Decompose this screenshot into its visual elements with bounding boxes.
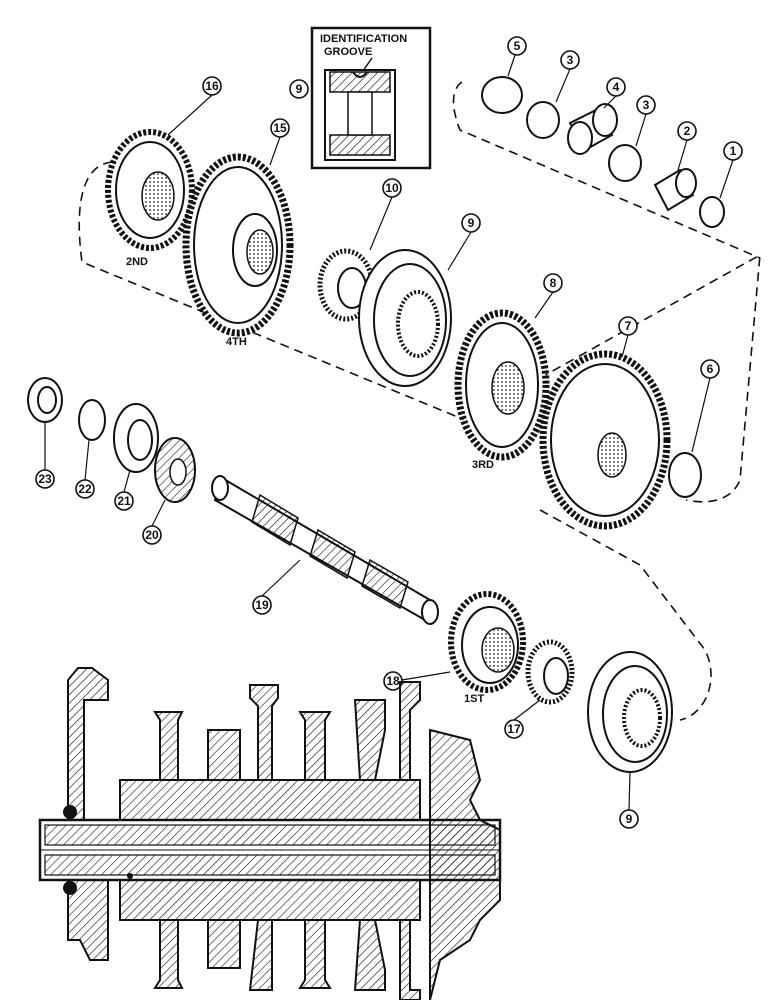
callout-16: 16	[167, 76, 222, 136]
assembly-cross-section	[38, 667, 502, 1000]
svg-text:4: 4	[613, 80, 620, 94]
callout-8: 8	[534, 273, 563, 319]
callout-19: 19	[252, 559, 301, 615]
callout-21: 21	[114, 469, 134, 511]
svg-text:3: 3	[643, 98, 650, 112]
label-3rd: 3RD	[472, 459, 494, 471]
gear-3rd-8	[454, 309, 550, 461]
label-1st: 1ST	[464, 693, 484, 705]
callout-7: 7	[618, 316, 638, 358]
bearing-21	[113, 403, 159, 473]
label-2nd: 2ND	[126, 256, 148, 268]
svg-text:9: 9	[626, 812, 633, 826]
inset-title-line1: IDENTIFICATION	[320, 33, 407, 45]
svg-text:6: 6	[707, 362, 714, 376]
thrust-washer-20	[154, 437, 196, 503]
washer-5	[481, 76, 523, 114]
callout-6: 6	[691, 359, 720, 453]
svg-text:22: 22	[78, 482, 92, 496]
snap-ring-6	[668, 452, 702, 498]
callout-4: 4	[603, 77, 626, 109]
gear-2nd-16	[105, 129, 195, 251]
callout-3-b: 3	[635, 95, 656, 147]
callout-3-a: 3	[555, 50, 580, 103]
callout-9-upper: 9	[447, 213, 481, 271]
svg-text:2: 2	[684, 124, 691, 138]
gear-4th-15	[182, 153, 294, 337]
callout-10: 10	[369, 178, 402, 251]
callout-15: 15	[269, 118, 290, 166]
label-4th: 4TH	[226, 336, 247, 348]
svg-text:9: 9	[468, 216, 475, 230]
splined-hub-17	[525, 639, 575, 705]
callout-22: 22	[75, 439, 95, 499]
group-dashed-outline-lower	[539, 509, 712, 721]
inset-title-line2: GROOVE	[324, 46, 372, 58]
svg-text:15: 15	[273, 121, 287, 135]
gear-1st-18	[448, 591, 526, 693]
svg-text:21: 21	[117, 494, 131, 508]
callout-23: 23	[35, 422, 55, 489]
identification-groove-inset: IDENTIFICATION GROOVE	[310, 26, 432, 170]
callout-17: 17	[504, 699, 541, 739]
svg-text:7: 7	[625, 319, 632, 333]
svg-text:10: 10	[385, 181, 399, 195]
svg-text:3: 3	[567, 53, 574, 67]
callout-5: 5	[507, 36, 527, 77]
svg-text:19: 19	[255, 598, 269, 612]
callout-9-inset: 9	[289, 79, 309, 99]
svg-text:16: 16	[205, 79, 219, 93]
svg-text:20: 20	[145, 528, 159, 542]
synchronizer-sleeve-9-upper	[358, 249, 452, 387]
callout-20: 20	[142, 499, 166, 545]
mainshaft-19	[211, 475, 439, 625]
synchronizer-sleeve-9-lower	[587, 651, 673, 773]
callout-2: 2	[677, 121, 697, 171]
bushing-2	[653, 168, 697, 212]
svg-text:9: 9	[296, 82, 303, 96]
washer-22	[78, 399, 106, 441]
snap-ring-3-b	[608, 144, 642, 182]
splined-hub-10	[317, 248, 375, 322]
svg-text:23: 23	[38, 472, 52, 486]
snap-ring-3-a	[526, 101, 560, 139]
svg-text:18: 18	[386, 674, 400, 688]
nut-23	[27, 377, 63, 423]
svg-text:5: 5	[514, 39, 521, 53]
svg-text:17: 17	[507, 722, 521, 736]
svg-text:1: 1	[730, 144, 737, 158]
group-dashed-outline-upper	[78, 81, 761, 503]
svg-text:8: 8	[550, 276, 557, 290]
callout-1: 1	[719, 141, 743, 199]
snap-ring-1	[699, 196, 725, 228]
callout-9-lower: 9	[619, 771, 639, 829]
bearing-4	[567, 103, 618, 155]
gear-large-7	[539, 350, 671, 530]
